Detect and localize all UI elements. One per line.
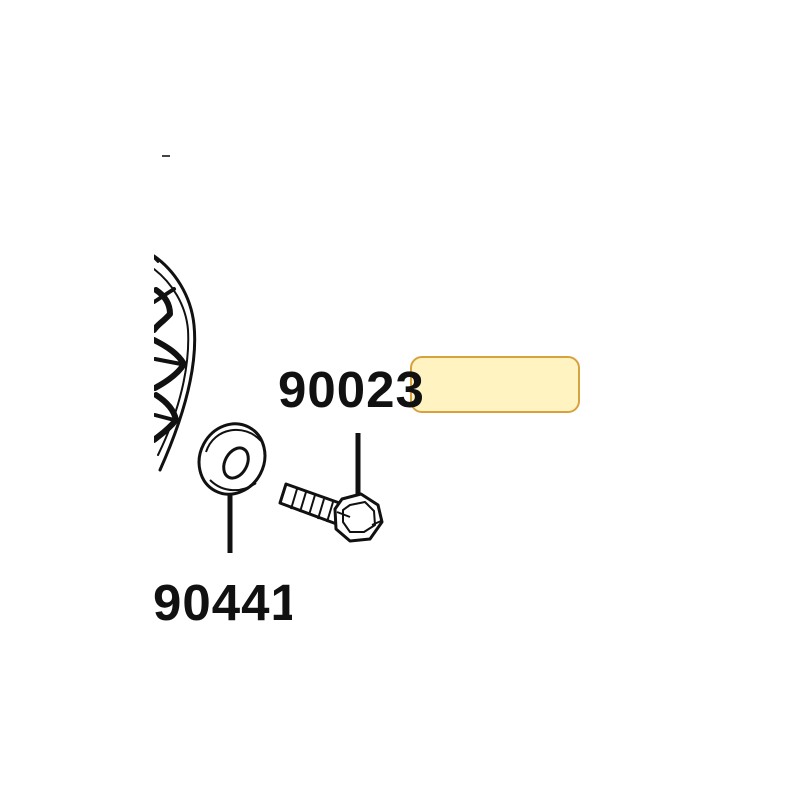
part-number-label-90023: 90023 [278, 361, 425, 418]
bolt-icon [278, 482, 384, 543]
wheel-fragment [151, 254, 197, 472]
left-edge-mask [0, 0, 154, 800]
part-number-label-90441: 90441 [153, 574, 292, 631]
washer-icon [197, 422, 267, 496]
highlight-box [410, 356, 580, 413]
bottom-label-clip: 90441 [0, 0, 292, 800]
small-dash-mark [162, 155, 170, 157]
